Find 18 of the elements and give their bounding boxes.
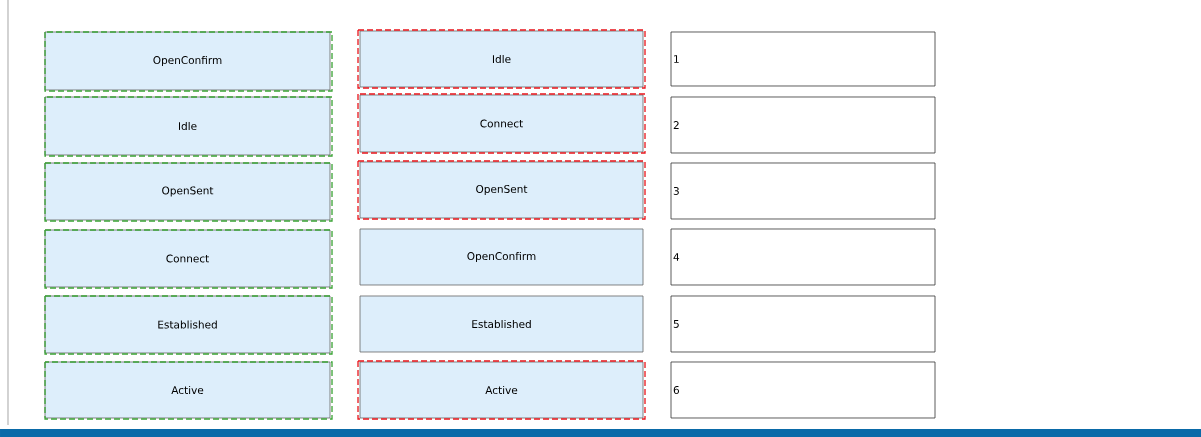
answer-slot: 1 bbox=[670, 31, 936, 87]
answer-option: OpenConfirm bbox=[359, 228, 644, 286]
answer-option: Active bbox=[357, 360, 646, 420]
answer-slot: 3 bbox=[670, 162, 936, 220]
answer-option: OpenSent bbox=[357, 160, 646, 220]
answer-option: Idle bbox=[357, 29, 646, 89]
answer-slot: 5 bbox=[670, 295, 936, 353]
draggable-option: Established bbox=[44, 295, 333, 355]
draggable-option: OpenSent bbox=[44, 162, 333, 222]
answer-slot: 4 bbox=[670, 228, 936, 286]
draggable-option: Active bbox=[44, 361, 333, 420]
answer-slot: 6 bbox=[670, 361, 936, 419]
draggable-option: Idle bbox=[44, 96, 333, 157]
draggable-option: Connect bbox=[44, 229, 333, 289]
answer-option: Established bbox=[359, 295, 644, 353]
draggable-option: OpenConfirm bbox=[44, 31, 333, 92]
answer-option: Connect bbox=[357, 93, 646, 154]
answer-slot: 2 bbox=[670, 96, 936, 154]
